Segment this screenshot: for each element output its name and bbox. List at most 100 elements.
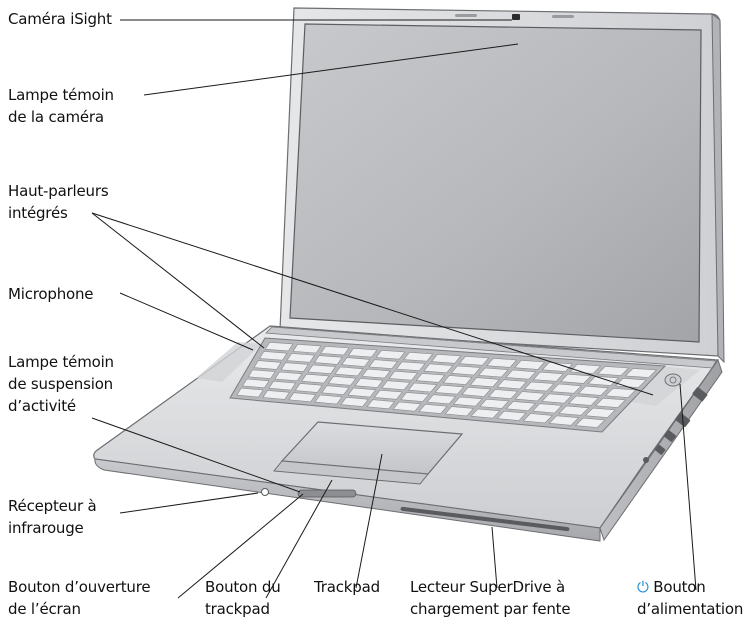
keyboard-key [400, 392, 430, 402]
superdrive-slot [400, 506, 570, 532]
label-display-release-button: Bouton d’ouverture de l’écran [8, 578, 151, 618]
keyboard-key [496, 379, 528, 390]
keyboard-key [307, 364, 337, 375]
keyboard-key [375, 349, 406, 360]
keyboard-key [584, 407, 616, 418]
label-built-in-speakers: Haut-parleurs intégrés [8, 182, 109, 222]
keyboard-key [334, 366, 364, 377]
keyboard-key [597, 366, 630, 376]
power-icon: ⏻ [637, 578, 649, 596]
keyboard-key [522, 413, 553, 424]
bezel-slot-right [552, 15, 574, 18]
keyboard-key [444, 406, 475, 417]
port-3 [664, 430, 676, 442]
keyboard-key [577, 385, 610, 396]
label-microphone: Microphone [8, 285, 94, 303]
keyboard-key [434, 384, 465, 395]
keyboard-key [541, 361, 574, 372]
keyboard-key [487, 389, 519, 400]
keyboard-key [574, 417, 606, 428]
keyboard-key [262, 390, 290, 400]
keyboard-key [392, 401, 422, 412]
keyboard-key [532, 371, 564, 382]
keyboard-key [264, 341, 294, 352]
keyboard-key [368, 359, 399, 369]
keyboard-key [313, 355, 343, 365]
label-isight-camera: Caméra iSight [8, 10, 112, 28]
keyboard-key [341, 357, 371, 367]
keyboard-key [280, 362, 309, 372]
keyboard-key [354, 378, 384, 388]
keyboard-key [550, 383, 582, 394]
power-button-shape [664, 373, 682, 387]
label-infrared-receiver: Récepteur à infrarouge [8, 497, 97, 537]
keyboard-key [624, 368, 658, 378]
keyboard-key [395, 361, 426, 372]
keyboard-key [320, 345, 350, 356]
keyboard-key [373, 389, 403, 400]
keyboard-key [259, 351, 288, 361]
keyboard-key [496, 410, 527, 421]
keyboard-key [347, 347, 378, 358]
port-5 [643, 457, 649, 463]
keyboard-key [560, 373, 592, 384]
keyboard-key [568, 395, 600, 406]
keyboard-key [461, 386, 492, 397]
label-trackpad: Trackpad [314, 578, 380, 596]
keyboard-key [314, 394, 343, 405]
keyboard-key [407, 382, 438, 393]
keyboard-key [532, 403, 563, 414]
keyboard-key [523, 381, 555, 392]
keyboard-key [415, 373, 446, 383]
keyboard-key [361, 368, 391, 379]
keyboard-key [558, 405, 590, 416]
keyboard-key [514, 391, 546, 402]
isight-camera [512, 14, 520, 20]
keyboard-key [548, 415, 580, 426]
keyboard-key [594, 397, 627, 408]
display-release-shape [297, 489, 357, 498]
keyboard-key [236, 387, 264, 398]
leader-lines [91, 19, 697, 599]
keyboard-key [477, 367, 509, 378]
keyboard-key [486, 357, 518, 368]
keyboard-key [253, 360, 282, 370]
keyboard-key [505, 401, 536, 412]
screen [289, 23, 702, 343]
keyboard-key [450, 365, 481, 376]
keyboard-key [321, 385, 350, 396]
front-edge [94, 458, 601, 542]
keyboard-keys [236, 341, 658, 428]
bezel-slot-left [455, 14, 477, 17]
port-4 [654, 444, 666, 455]
keyboard-key [423, 363, 454, 374]
keyboard-key [505, 369, 537, 380]
port-1 [692, 387, 708, 402]
keyboard-key [274, 371, 303, 382]
keyboard-key [327, 375, 357, 386]
keyboard-key [479, 398, 510, 409]
label-camera-indicator-light: Lampe témoin de la caméra [8, 86, 114, 126]
keyboard-key [587, 375, 620, 386]
label-power-button: ⏻ Bouton d’alimentation [637, 578, 744, 618]
keyboard-key [288, 392, 317, 403]
keyboard-key [431, 353, 462, 364]
keyboard-key [366, 399, 396, 410]
ir-receiver-shape [261, 488, 269, 496]
keyboard-key [268, 380, 297, 391]
label-sleep-indicator-light: Lampe témoin de suspension d’activité [8, 353, 114, 415]
keyboard-key [452, 396, 483, 407]
speaker-left [196, 342, 262, 382]
keyboard-key [388, 370, 419, 381]
lid-side [711, 12, 725, 364]
keyboard-key [442, 375, 473, 385]
keyboard-key [294, 383, 323, 393]
keyboard-key [541, 393, 573, 404]
label-trackpad-button: Bouton du trackpad [205, 578, 281, 618]
keyboard-key [381, 380, 411, 391]
keyboard-key [514, 359, 546, 370]
keyboard-key [242, 378, 270, 389]
keyboard-key [403, 351, 434, 362]
